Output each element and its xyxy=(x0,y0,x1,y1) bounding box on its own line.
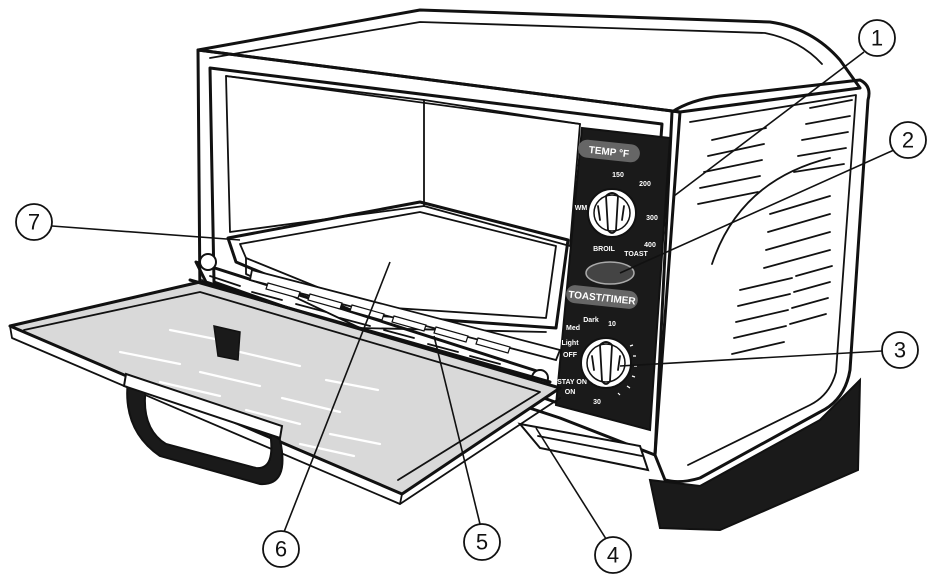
callout-1-number: 1 xyxy=(871,26,883,51)
callout-1-leader xyxy=(673,51,865,197)
timer-mark-stay-on: STAY ON xyxy=(557,379,587,386)
callout-2-circle xyxy=(889,121,927,159)
callout-4-circle xyxy=(594,536,632,574)
callout-6-circle xyxy=(262,530,300,568)
callout-3-circle xyxy=(881,331,919,369)
glass-reflections xyxy=(118,328,382,458)
temp-label: TEMP °F xyxy=(588,145,629,160)
callout-5-number: 5 xyxy=(476,530,488,555)
temp-mark-400: 400 xyxy=(644,242,656,249)
callout-6-number: 6 xyxy=(275,537,287,562)
temp-mark-toast: TOAST xyxy=(624,251,648,258)
callout-7-leader xyxy=(51,225,241,241)
callout-7-number: 7 xyxy=(28,210,40,235)
temp-mark-wm: WM xyxy=(575,205,588,212)
timer-mark-dark: Dark xyxy=(583,317,599,324)
timer-mark-on: ON xyxy=(565,389,576,396)
rack-hook xyxy=(213,325,241,361)
indicator-light xyxy=(585,261,635,285)
callout-4-leader xyxy=(535,427,609,543)
callout-4-number: 4 xyxy=(607,543,619,568)
timer-mark-30: 30 xyxy=(593,399,601,406)
temp-mark-150: 150 xyxy=(612,172,624,179)
callout-5-circle xyxy=(463,523,501,561)
callout-3-leader xyxy=(619,350,883,367)
callout-5-leader xyxy=(433,335,481,525)
timer-mark-off: OFF xyxy=(563,352,578,359)
temp-label-pill xyxy=(578,139,640,163)
oven-body xyxy=(196,8,871,532)
callout-2-number: 2 xyxy=(902,128,914,153)
temp-mark-200: 200 xyxy=(639,181,651,188)
temperature-dial xyxy=(587,188,637,238)
temp-mark-broil: BROIL xyxy=(593,246,616,253)
temp-mark-300: 300 xyxy=(646,215,658,222)
callouts: 1 2 3 4 5 6 7 xyxy=(15,19,927,574)
timer-label-pill xyxy=(566,285,638,309)
toast-timer-dial xyxy=(580,337,637,396)
callout-7-circle xyxy=(15,203,53,241)
timer-mark-med: Med xyxy=(566,325,580,332)
timer-mark-10: 10 xyxy=(608,321,616,328)
callout-2-leader xyxy=(619,149,895,274)
control-panel: TEMP °F 150 200 300 400 TOAST BROIL WM T… xyxy=(554,126,672,432)
callout-6-leader xyxy=(283,261,391,533)
callout-3-number: 3 xyxy=(894,338,906,363)
door-handle xyxy=(122,372,284,486)
callout-1-circle xyxy=(858,19,896,57)
timer-mark-light: Light xyxy=(561,340,579,347)
side-vents xyxy=(697,99,853,355)
